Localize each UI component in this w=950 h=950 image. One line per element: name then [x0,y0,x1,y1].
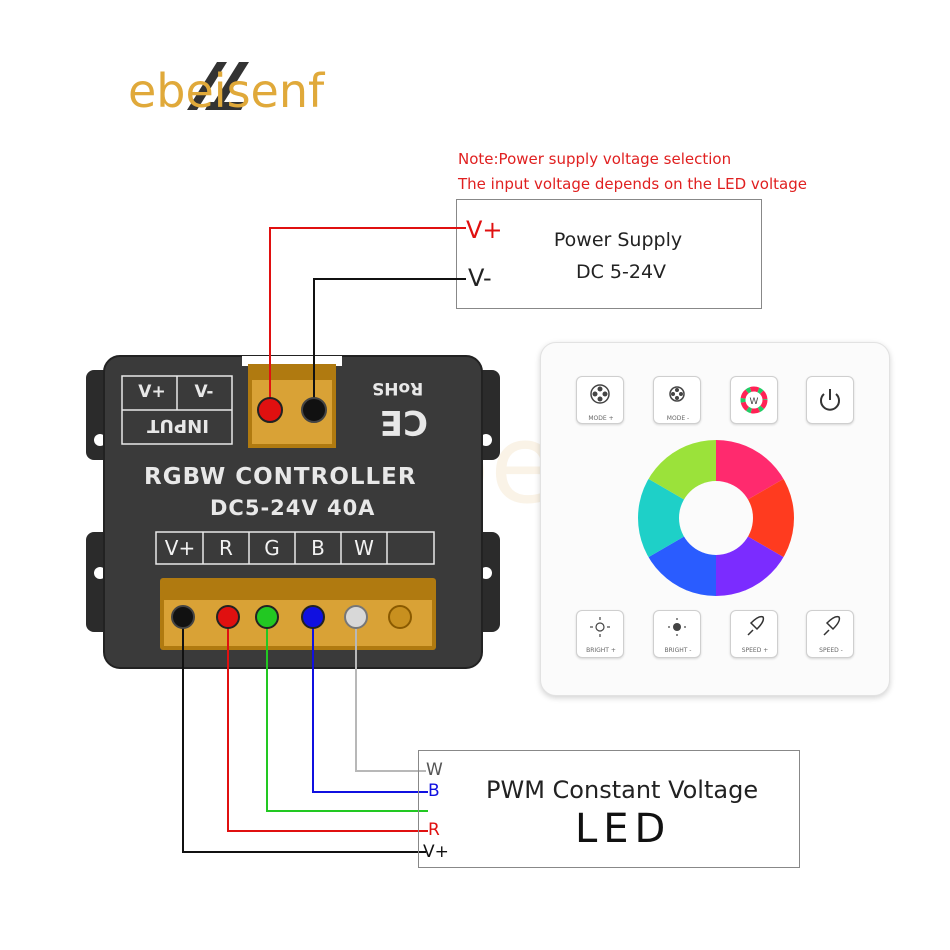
wire-black [182,617,426,853]
power-supply-voltage: DC 5-24V [575,261,667,283]
rohs-mark: RoHS [372,378,424,398]
mode-minus-icon [669,386,685,402]
led-terminal-vplus: V+ [423,842,449,862]
controller-title: RGBW CONTROLLER [144,464,417,490]
input-terminal-minus: V- [194,382,214,402]
led-load-type: LED [575,806,672,852]
led-terminal-w: W [426,760,443,780]
mode-minus-label: MODE - [666,415,690,422]
output-terminal-b: B [311,536,325,560]
wire-blue [312,617,428,793]
speed-plus-label: SPEED + [741,647,769,654]
note-line-1: Note:Power supply voltage selection [458,150,732,168]
white-label: W [750,397,759,407]
output-terminal-vplus: V+ [164,536,196,560]
wire-white [355,617,426,772]
bright-minus-button[interactable]: BRIGHT - [653,610,701,658]
led-terminal-r: R [428,820,440,840]
mode-plus-icon [590,384,610,404]
power-supply-title: Power Supply [553,229,683,251]
wire-black-input [313,278,466,410]
speed-plus-icon [747,615,765,636]
mode-plus-label: MODE + [588,415,614,422]
power-icon [820,389,840,411]
input-terminal-plus: V+ [138,382,166,402]
ps-terminal-plus: V+ [466,216,503,244]
speed-minus-icon [823,615,841,636]
bright-minus-icon [668,618,686,636]
bright-minus-label: BRIGHT - [664,647,692,654]
svg-text:CE: CE [380,402,428,442]
output-terminal-g: G [264,536,280,560]
wire-green [266,617,428,812]
speed-minus-label: SPEED - [819,647,843,654]
mode-plus-button[interactable]: MODE + [576,376,624,424]
white-icon: W [740,386,768,414]
bright-plus-label: BRIGHT + [586,647,616,654]
mode-minus-button[interactable]: MODE - [653,376,701,424]
led-terminal-b: B [428,781,440,801]
color-wheel[interactable] [636,438,796,598]
ps-terminal-minus: V- [468,264,492,292]
power-button[interactable] [806,376,854,424]
note-line-2: The input voltage depends on the LED vol… [458,175,807,193]
white-button[interactable]: W [730,376,778,424]
brand-name: ebeisenf [128,64,325,118]
bright-plus-icon [590,617,610,637]
controller-body: CE [86,355,500,669]
speed-plus-button[interactable]: SPEED + [730,610,778,658]
led-load-title: PWM Constant Voltage [486,776,759,804]
bright-plus-button[interactable]: BRIGHT + [576,610,624,658]
input-label: INPUT [147,415,209,436]
wire-red-input [269,227,466,410]
controller-rating: DC5-24V 40A [210,496,376,520]
output-terminal-w: W [354,536,374,560]
power-supply-box [456,199,762,309]
speed-minus-button[interactable]: SPEED - [806,610,854,658]
brand-logo-icon [187,62,249,110]
wire-red [227,617,428,832]
led-load-box [418,750,800,868]
output-terminal-r: R [219,536,233,560]
